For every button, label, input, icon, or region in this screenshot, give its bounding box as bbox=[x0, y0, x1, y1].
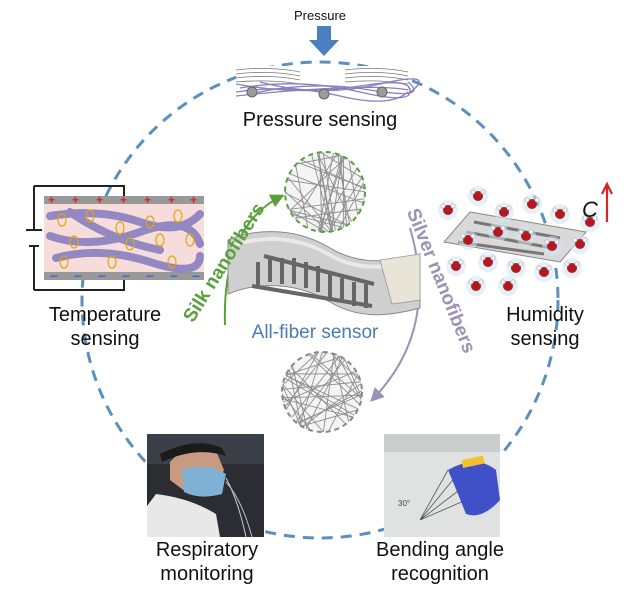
pressure-arrow-label: Pressure bbox=[270, 8, 370, 23]
svg-text:+: + bbox=[168, 193, 175, 207]
all-fiber-sensor-label: All-fiber sensor bbox=[215, 322, 415, 344]
water-molecule-icon bbox=[468, 186, 488, 206]
water-molecule-icon bbox=[534, 262, 554, 282]
respiratory-monitoring-photo bbox=[147, 434, 264, 537]
humidity-sensing-line-1: Humidity bbox=[470, 304, 620, 328]
water-molecule-icon bbox=[494, 202, 514, 222]
water-molecule-icon bbox=[570, 234, 590, 254]
svg-text:–: – bbox=[50, 267, 58, 283]
bending-angle-photo: 30° bbox=[384, 434, 500, 537]
svg-text:–: – bbox=[74, 267, 82, 283]
all-fiber-sensor-illustration bbox=[228, 232, 420, 315]
svg-text:+: + bbox=[190, 193, 197, 207]
svg-text:+: + bbox=[96, 193, 103, 207]
temperature-sensor-illustration: +++ ++++ ––– –––– bbox=[26, 186, 204, 290]
water-molecule-icon bbox=[478, 252, 498, 272]
water-molecule-icon bbox=[562, 258, 582, 278]
water-molecule-icon bbox=[488, 222, 508, 242]
svg-text:+: + bbox=[48, 193, 55, 207]
svg-text:+: + bbox=[120, 193, 127, 207]
respiratory-monitoring-line-1: Respiratory bbox=[112, 539, 302, 563]
concentration-up-arrow-icon bbox=[602, 184, 612, 222]
svg-text:–: – bbox=[98, 267, 106, 283]
water-molecule-icon bbox=[542, 236, 562, 256]
temperature-sensing-label: Temperature sensing bbox=[10, 304, 200, 351]
water-molecule-icon bbox=[498, 276, 518, 296]
bending-angle-line-1: Bending angle bbox=[345, 539, 535, 563]
respiratory-monitoring-label: Respiratory monitoring bbox=[112, 539, 302, 586]
bending-angle-line-2: recognition bbox=[345, 563, 535, 587]
pressure-sensor-illustration bbox=[236, 66, 419, 101]
svg-text:–: – bbox=[122, 267, 130, 283]
respiratory-monitoring-line-2: monitoring bbox=[112, 563, 302, 587]
water-molecule-icon bbox=[438, 200, 458, 220]
water-molecule-icon bbox=[466, 276, 486, 296]
svg-text:+: + bbox=[144, 193, 151, 207]
humidity-sensing-label: Humidity sensing bbox=[470, 304, 620, 351]
temperature-sensing-line-2: sensing bbox=[10, 328, 200, 352]
pressure-arrow-icon bbox=[309, 26, 339, 56]
water-molecule-icon bbox=[522, 194, 542, 214]
humidity-sensing-line-2: sensing bbox=[470, 328, 620, 352]
concentration-symbol: C bbox=[582, 197, 602, 223]
water-molecule-icons bbox=[438, 186, 600, 296]
svg-text:–: – bbox=[146, 267, 154, 283]
pressure-sensing-label: Pressure sensing bbox=[210, 109, 430, 133]
water-molecule-icon bbox=[516, 226, 536, 246]
temperature-sensing-line-1: Temperature bbox=[10, 304, 200, 328]
svg-text:+: + bbox=[72, 193, 79, 207]
bending-angle-recognition-label: Bending angle recognition bbox=[345, 539, 535, 586]
svg-text:30°: 30° bbox=[398, 499, 410, 508]
water-molecule-icon bbox=[458, 230, 478, 250]
water-molecule-icon bbox=[550, 204, 570, 224]
water-molecule-icon bbox=[506, 258, 526, 278]
